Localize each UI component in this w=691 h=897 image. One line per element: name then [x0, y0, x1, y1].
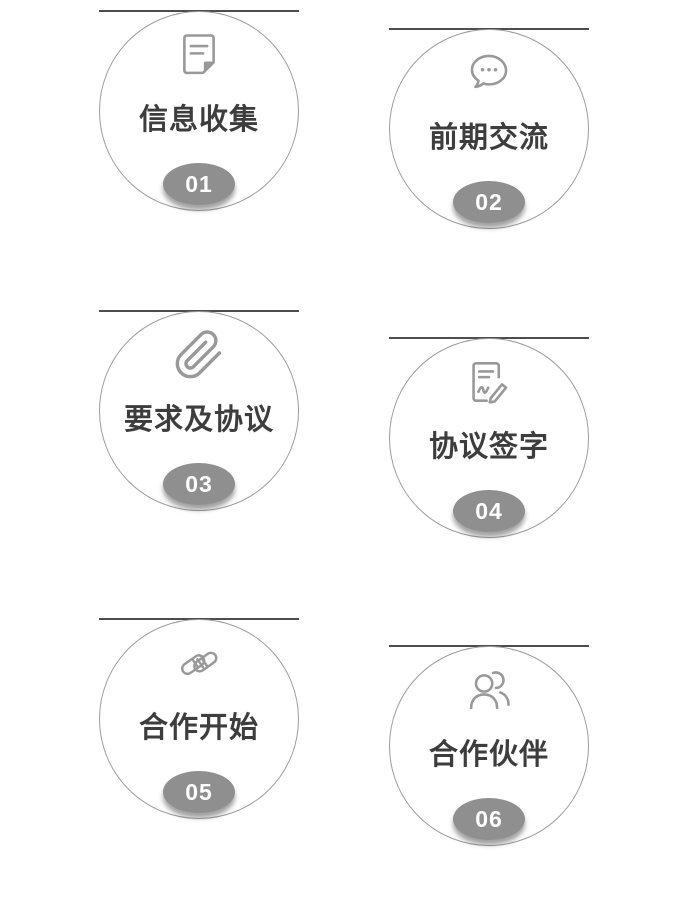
- process-step-1: 信息收集 01: [99, 10, 299, 245]
- step-label: 前期交流: [428, 122, 549, 154]
- step-number-badge: 06: [453, 798, 525, 840]
- step-circle: 要求及协议 03: [99, 311, 299, 511]
- signature-icon: [390, 356, 588, 408]
- step-number: 01: [185, 170, 213, 197]
- partners-icon: [390, 664, 588, 716]
- step-circle: 合作开始 05: [99, 619, 299, 819]
- handshake-icon: [100, 637, 298, 689]
- step-circle: 前期交流 02: [389, 29, 589, 229]
- step-number: 04: [475, 497, 503, 524]
- step-number-badge: 04: [453, 490, 525, 532]
- step-label: 合作伙伴: [428, 739, 549, 771]
- step-number: 06: [475, 805, 503, 832]
- step-number: 03: [185, 470, 213, 497]
- step-label: 信息收集: [138, 104, 259, 136]
- paperclip-icon: [100, 329, 298, 381]
- chat-bubble-icon: [390, 47, 588, 99]
- step-circle: 合作伙伴 06: [389, 646, 589, 846]
- step-label: 协议签字: [428, 431, 549, 463]
- process-step-4: 协议签字 04: [389, 337, 589, 572]
- step-number-badge: 01: [163, 163, 235, 205]
- document-icon: [100, 29, 298, 81]
- step-number-badge: 03: [163, 463, 235, 505]
- process-step-6: 合作伙伴 06: [389, 645, 589, 880]
- process-step-5: 合作开始 05: [99, 618, 299, 853]
- step-circle: 信息收集 01: [99, 11, 299, 211]
- step-number: 02: [475, 188, 503, 215]
- process-step-3: 要求及协议 03: [99, 310, 299, 545]
- process-step-2: 前期交流 02: [389, 28, 589, 263]
- step-label: 合作开始: [138, 712, 259, 744]
- step-label: 要求及协议: [123, 404, 274, 436]
- step-number-badge: 02: [453, 181, 525, 223]
- step-number: 05: [185, 778, 213, 805]
- step-number-badge: 05: [163, 771, 235, 813]
- step-circle: 协议签字 04: [389, 338, 589, 538]
